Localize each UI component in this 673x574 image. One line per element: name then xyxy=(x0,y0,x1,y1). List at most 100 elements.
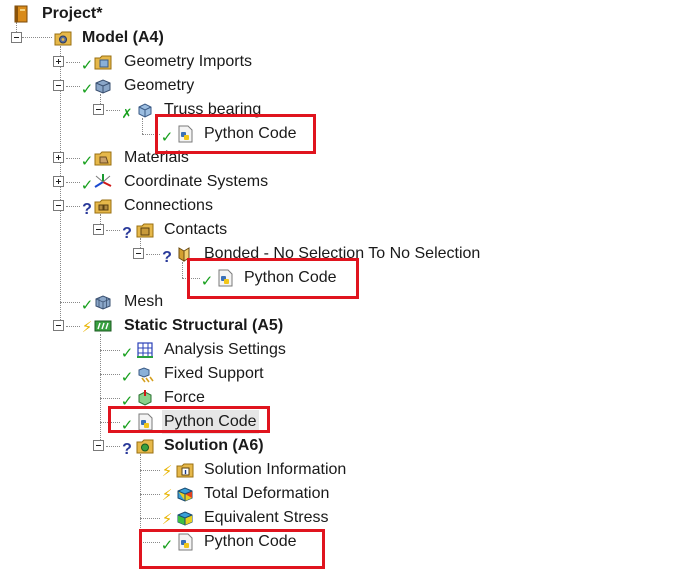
tree-node-label: Geometry xyxy=(124,77,195,94)
tree-node-coordinate-systems[interactable]: ✓ Coordinate Systems xyxy=(0,170,290,194)
tree-node-total-deformation[interactable]: ⚡ Total Deformation xyxy=(0,482,350,506)
tree-node-python-code[interactable]: ✓ Python Code xyxy=(0,266,360,290)
tree-node-solution[interactable]: ? Solution (A6) xyxy=(0,434,300,458)
collapse-toggle[interactable] xyxy=(93,104,104,115)
expand-toggle[interactable] xyxy=(53,56,64,67)
tree-node-python-code[interactable]: ✓ Python Code xyxy=(0,530,320,554)
tree-connector xyxy=(140,454,141,542)
tree-node-label: Python Code xyxy=(204,533,297,550)
status-pending-icon: ⚡ xyxy=(81,319,93,336)
tree-connector xyxy=(66,86,80,87)
tree-connector xyxy=(140,518,160,519)
connections-icon xyxy=(94,199,112,214)
solution-icon xyxy=(136,439,154,454)
tree-connector xyxy=(142,134,160,135)
coordinate-systems-icon xyxy=(94,174,112,188)
static-structural-icon xyxy=(94,320,112,332)
mesh-icon xyxy=(95,295,111,310)
collapse-toggle[interactable] xyxy=(11,32,22,43)
status-ok-icon: ✓ xyxy=(120,417,134,434)
expand-toggle[interactable] xyxy=(53,152,64,163)
collapse-toggle[interactable] xyxy=(133,248,144,259)
tree-node-geometry[interactable]: ✓ Geometry xyxy=(0,74,200,98)
tree-node-label: Analysis Settings xyxy=(164,341,286,358)
equivalent-stress-icon xyxy=(177,511,193,526)
tree-connector xyxy=(66,206,80,207)
tree-node-mesh[interactable]: ✓ Mesh xyxy=(0,290,200,314)
tree-node-label: Materials xyxy=(124,149,189,166)
tree-connector xyxy=(100,214,101,230)
status-ok-icon: ✓ xyxy=(120,345,134,362)
tree-node-label: Solution Information xyxy=(204,461,347,478)
collapse-toggle[interactable] xyxy=(93,224,104,235)
tree-node-bonded-contact[interactable]: ? Bonded - No Selection To No Selection xyxy=(0,242,490,266)
status-unknown-icon: ? xyxy=(82,201,92,218)
tree-node-model[interactable]: Model (A4) xyxy=(0,26,200,50)
tree-node-label: Truss bearing xyxy=(164,101,262,118)
python-code-icon xyxy=(178,125,193,143)
tree-connector xyxy=(100,94,101,110)
tree-connector xyxy=(100,350,120,351)
tree-node-connections[interactable]: ? Connections xyxy=(0,194,230,218)
tree-node-label: Static Structural (A5) xyxy=(124,317,284,334)
tree-connector xyxy=(106,230,120,231)
solution-information-icon xyxy=(176,463,194,478)
tree-connector xyxy=(66,62,80,63)
tree-node-python-code[interactable]: ✓ Python Code xyxy=(0,122,320,146)
contacts-icon xyxy=(136,223,154,238)
tree-node-truss-bearing[interactable]: ✗ Truss bearing xyxy=(0,98,270,122)
fixed-support-icon xyxy=(138,367,154,383)
status-ok-icon: ✓ xyxy=(80,177,94,194)
tree-node-label: Contacts xyxy=(164,221,228,238)
tree-node-label: Python Code xyxy=(244,269,337,286)
tree-node-label: Equivalent Stress xyxy=(204,509,329,526)
bonded-contact-icon xyxy=(178,247,190,262)
tree-node-contacts[interactable]: ? Contacts xyxy=(0,218,240,242)
tree-connector xyxy=(22,37,52,38)
tree-node-static-structural[interactable]: ⚡ Static Structural (A5) xyxy=(0,314,320,338)
tree-connector xyxy=(140,494,160,495)
status-unknown-icon: ? xyxy=(122,225,132,242)
status-ok-icon: ✓ xyxy=(120,393,134,410)
force-icon xyxy=(138,390,152,406)
tree-connector xyxy=(140,542,160,543)
tree-node-label: Project* xyxy=(42,5,103,22)
tree-node-label: Mesh xyxy=(124,293,164,310)
tree-connector xyxy=(100,374,120,375)
tree-node-label: Coordinate Systems xyxy=(124,173,269,190)
analysis-settings-icon xyxy=(137,342,153,358)
status-ok-icon: ✓ xyxy=(80,297,94,314)
tree-node-label: Python Code xyxy=(204,125,297,142)
project-book-icon xyxy=(14,5,28,23)
expand-toggle[interactable] xyxy=(53,176,64,187)
tree-connector xyxy=(100,334,101,446)
collapse-toggle[interactable] xyxy=(53,200,64,211)
tree-connector xyxy=(142,118,143,134)
collapse-toggle[interactable] xyxy=(53,320,64,331)
tree-node-materials[interactable]: ✓ Materials xyxy=(0,146,200,170)
status-ok-icon: ✓ xyxy=(160,537,174,554)
status-ok-icon: ✓ xyxy=(80,153,94,170)
python-code-icon xyxy=(138,413,153,431)
python-code-icon xyxy=(178,533,193,551)
tree-node-solution-information[interactable]: ⚡ Solution Information xyxy=(0,458,360,482)
geometry-icon xyxy=(95,79,111,94)
tree-node-analysis-settings[interactable]: ✓ Analysis Settings xyxy=(0,338,300,362)
status-ok-icon: ✓ xyxy=(80,57,94,74)
geometry-imports-icon xyxy=(94,55,112,70)
tree-node-fixed-support[interactable]: ✓ Fixed Support xyxy=(0,362,280,386)
collapse-toggle[interactable] xyxy=(53,80,64,91)
tree-node-label: Force xyxy=(164,389,205,406)
collapse-toggle[interactable] xyxy=(93,440,104,451)
status-ok-icon: ✓ xyxy=(200,273,214,290)
tree-connector xyxy=(60,302,80,303)
tree-node-geometry-imports[interactable]: ✓ Geometry Imports xyxy=(0,50,270,74)
tree-node-label: Solution (A6) xyxy=(164,437,264,454)
tree-node-python-code[interactable]: ✓ Python Code xyxy=(0,410,280,434)
tree-node-force[interactable]: ✓ Force xyxy=(0,386,220,410)
tree-node-project[interactable]: Project* xyxy=(0,2,130,26)
tree-connector xyxy=(106,446,120,447)
tree-node-label: Fixed Support xyxy=(164,365,264,382)
tree-node-equivalent-stress[interactable]: ⚡ Equivalent Stress xyxy=(0,506,350,530)
status-ok-icon: ✓ xyxy=(80,81,94,98)
